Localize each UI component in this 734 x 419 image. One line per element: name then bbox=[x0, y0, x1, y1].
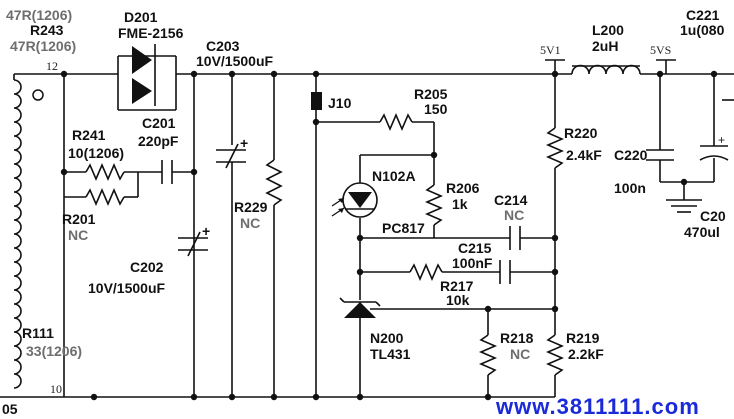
net-stubs bbox=[545, 59, 676, 74]
c202-label: C202 bbox=[130, 259, 164, 275]
inductor-l200 bbox=[571, 64, 641, 75]
diode-d201 bbox=[117, 44, 177, 111]
optocoupler-pc817 bbox=[331, 182, 378, 218]
r206-label: R206 bbox=[446, 180, 480, 196]
c221-label: C221 bbox=[686, 7, 720, 23]
pin-10-label: 10 bbox=[50, 382, 62, 396]
pc817-label: PC817 bbox=[382, 220, 425, 236]
c20x-label: C20 bbox=[700, 208, 726, 224]
net-5vs-label: 5VS bbox=[650, 43, 671, 57]
junction-dots bbox=[60, 70, 718, 401]
r111-label: R111 bbox=[22, 325, 54, 341]
r219-value: 2.2kF bbox=[568, 346, 604, 362]
c215-label: C215 bbox=[458, 240, 492, 256]
r201-value: NC bbox=[68, 227, 88, 243]
c220-value: 100n bbox=[614, 180, 646, 196]
r201-label: R201 bbox=[62, 211, 96, 227]
c201-label: C201 bbox=[142, 115, 176, 131]
pin-12-label: 12 bbox=[46, 59, 58, 73]
r206-value: 1k bbox=[452, 196, 468, 212]
r229-value: NC bbox=[240, 215, 260, 231]
c203-label: C203 bbox=[206, 38, 240, 54]
winding-polarity-dot bbox=[32, 89, 44, 101]
r217-value: 10k bbox=[446, 292, 470, 308]
voltage-divider bbox=[478, 60, 565, 397]
d201-label: D201 bbox=[124, 9, 158, 25]
l200-label: L200 bbox=[592, 22, 624, 38]
snubber-network bbox=[63, 74, 194, 397]
l200-value: 2uH bbox=[592, 38, 618, 54]
watermark-url: www.3811111.com bbox=[495, 394, 700, 419]
c202-value: 10V/1500uF bbox=[88, 280, 165, 296]
r243-top-value: 47R(1206) bbox=[6, 7, 72, 23]
c201-value: 220pF bbox=[138, 133, 179, 149]
c215-value: 100nF bbox=[452, 255, 493, 271]
c203-value: 10V/1500uF bbox=[196, 53, 273, 69]
r243-label: R243 bbox=[30, 22, 64, 38]
c20x-value: 470ul bbox=[684, 224, 720, 240]
r220-label: R220 bbox=[564, 125, 598, 141]
c220-label: C220 bbox=[614, 147, 648, 163]
c221-value: 1u(080 bbox=[680, 22, 725, 38]
r219-label: R219 bbox=[566, 330, 600, 346]
r241-value: 10(1206) bbox=[68, 145, 124, 161]
svg-text:+: + bbox=[718, 133, 725, 147]
opto-feed-wire bbox=[315, 74, 555, 397]
output-filter-caps bbox=[178, 74, 283, 397]
r218-label: R218 bbox=[500, 330, 534, 346]
regulator-tl431 bbox=[339, 297, 555, 397]
r218-value: NC bbox=[510, 346, 530, 362]
n200-value: TL431 bbox=[370, 346, 411, 362]
jumper-j10 bbox=[311, 92, 322, 110]
r220-value: 2.4kF bbox=[566, 147, 602, 163]
svg-text:+: + bbox=[240, 135, 248, 151]
j10-label: J10 bbox=[328, 95, 352, 111]
edge-label-05: 05 bbox=[2, 401, 18, 417]
r205-label: R205 bbox=[414, 86, 448, 102]
d201-value: FME-2156 bbox=[118, 25, 184, 41]
n102a-label: N102A bbox=[372, 168, 416, 184]
n200-label: N200 bbox=[370, 330, 404, 346]
feedback-network bbox=[360, 260, 555, 284]
net-5v1-label: 5V1 bbox=[540, 43, 561, 57]
svg-text:+: + bbox=[202, 223, 210, 239]
r205-value: 150 bbox=[424, 101, 448, 117]
r241-label: R241 bbox=[72, 127, 106, 143]
r217-label: R217 bbox=[440, 278, 474, 294]
r111-value: 33(1206) bbox=[26, 343, 82, 359]
r229-label: R229 bbox=[234, 199, 268, 215]
c214-label: C214 bbox=[494, 192, 528, 208]
r243-value: 47R(1206) bbox=[10, 38, 76, 54]
c214-value: NC bbox=[504, 207, 524, 223]
